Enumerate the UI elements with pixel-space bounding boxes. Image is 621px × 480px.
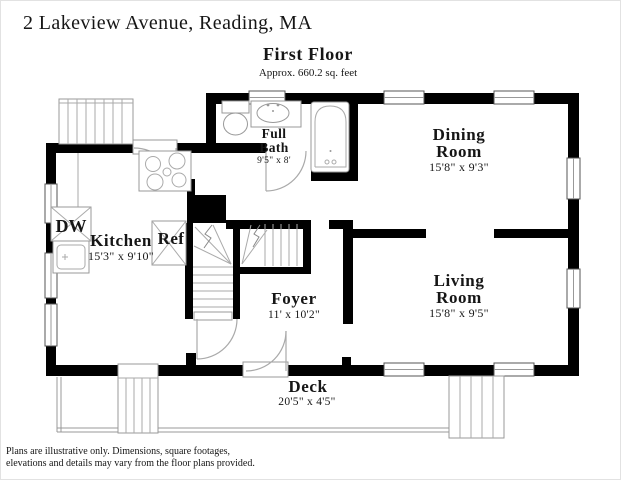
bath-door <box>265 150 307 192</box>
wall-segment <box>353 229 426 238</box>
wall-segment <box>185 223 193 319</box>
toilet <box>221 100 250 136</box>
room-label-kitchen: Kitchen <box>90 231 152 250</box>
window <box>383 90 425 105</box>
deck-structure <box>56 363 505 439</box>
page-title: 2 Lakeview Avenue, Reading, MA <box>23 12 312 34</box>
room-label-living: Room <box>436 288 482 307</box>
room-label-dining: Room <box>436 142 482 161</box>
wall-segment <box>303 220 311 274</box>
floor-name: First Floor <box>263 44 353 64</box>
kitchen-fixtures <box>50 150 192 274</box>
window <box>493 90 535 105</box>
stove <box>138 150 192 192</box>
floor-area: Approx. 660.2 sq. feet <box>259 67 357 79</box>
room-label-full-bath: Bath <box>259 140 288 155</box>
deck-stairs-right <box>448 375 505 439</box>
wall-segment <box>348 104 358 181</box>
wall-segment <box>226 220 311 229</box>
disclaimer-line-1: Plans are illustrative only. Dimensions,… <box>6 446 230 457</box>
window <box>566 157 581 200</box>
refrigerator <box>151 220 187 266</box>
room-label-deck: Deck <box>288 377 327 396</box>
labels: 2 Lakeview Avenue, Reading, MA First Flo… <box>6 12 489 469</box>
sink-vanity <box>250 100 302 128</box>
refrigerator-label: Ref <box>158 229 185 248</box>
room-label-full-bath: Full <box>262 126 287 141</box>
wall-segment <box>329 220 353 229</box>
wall-segment <box>46 365 579 376</box>
kitchen-sink <box>52 240 90 274</box>
front-door <box>242 330 289 378</box>
window <box>44 303 58 347</box>
chimney-block <box>187 195 226 223</box>
wall-segment <box>240 267 311 274</box>
window <box>566 268 581 309</box>
room-dims-foyer: 11' x 10'2" <box>268 309 320 321</box>
basement-door <box>193 311 238 360</box>
stairs-up-second-floor <box>241 224 298 266</box>
room-label-dining: Dining <box>433 125 486 144</box>
room-label-living: Living <box>434 271 485 290</box>
wall-segment <box>494 229 579 238</box>
wall-segment <box>206 104 216 143</box>
room-dims-living: 15'8" x 9'5" <box>429 306 489 320</box>
room-label-foyer: Foyer <box>271 289 316 308</box>
exterior-back-stairs <box>58 98 134 145</box>
stairs-down-basement <box>193 224 233 308</box>
window <box>383 362 425 377</box>
room-dims-dining: 15'8" x 9'3" <box>429 160 489 174</box>
dishwasher-label: DW <box>56 216 87 236</box>
wall-segment <box>46 143 134 153</box>
wall-segment <box>186 353 196 365</box>
wall-segment <box>233 223 240 319</box>
dishwasher <box>50 206 92 242</box>
wall-segment <box>343 220 353 324</box>
room-dims-kitchen: 15'3" x 9'10" <box>88 249 154 263</box>
bathtub <box>310 101 350 173</box>
wall-segment <box>176 143 266 153</box>
room-dims-full-bath: 9'5" x 8' <box>257 156 291 166</box>
disclaimer-line-2: elevations and details may vary from the… <box>6 458 255 469</box>
deck-stairs-left <box>117 363 159 434</box>
bath-fixtures <box>221 100 350 173</box>
window <box>493 362 535 377</box>
wall-segment <box>342 357 351 365</box>
room-dims-deck: 20'5" x 4'5" <box>278 396 335 408</box>
wall-segment <box>311 171 353 181</box>
